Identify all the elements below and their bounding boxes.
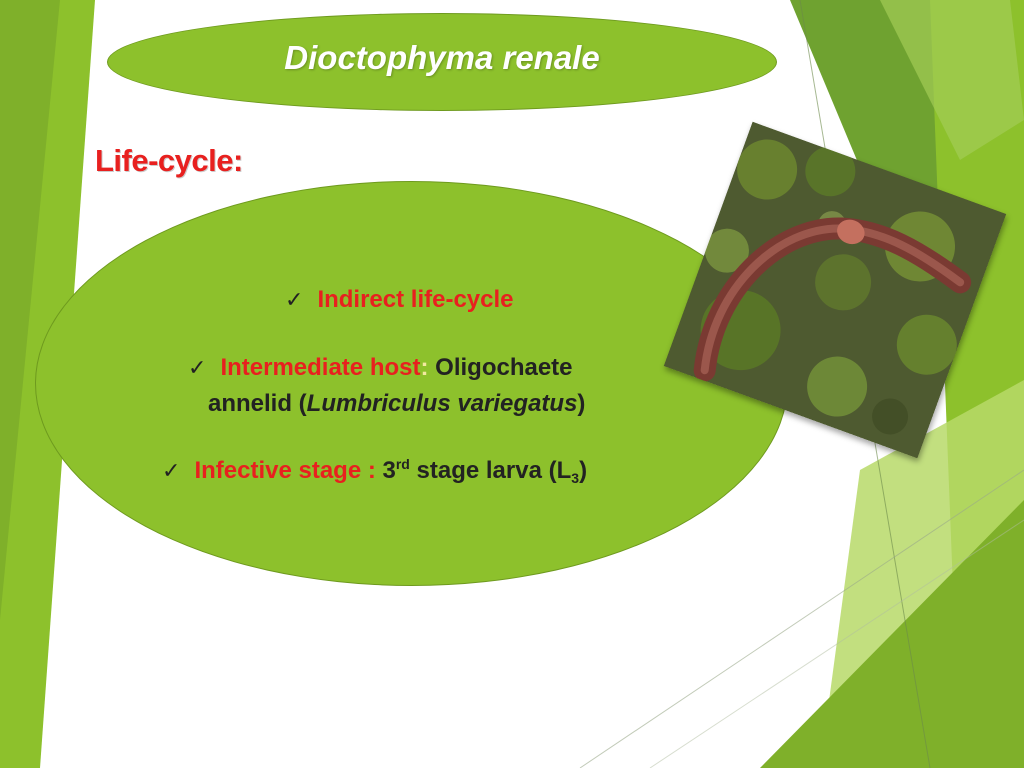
check-icon: ✓ xyxy=(285,287,304,312)
bullet-3-end: ) xyxy=(579,457,588,484)
thin-line-3 xyxy=(649,519,1024,768)
bullet-2-label: Intermediate host xyxy=(220,354,421,381)
right-bottom-green xyxy=(760,500,1024,768)
bullet-2-species: Lumbriculus variegatus xyxy=(306,390,578,417)
left-green-strip-shade xyxy=(0,0,60,620)
bullet-infective-stage: ✓Infective stage : 3rd stage larva (L3) xyxy=(162,455,587,487)
bullet-3-superscript: rd xyxy=(395,456,410,472)
bullet-3-label: Infective stage : xyxy=(194,457,376,484)
bullet-2-value: Oligochaete xyxy=(428,354,573,381)
bullet-2-line2-start: annelid ( xyxy=(208,390,307,417)
bullet-2-separator: : xyxy=(420,354,429,381)
check-icon: ✓ xyxy=(162,458,181,483)
right-top-light xyxy=(880,0,1024,160)
bullet-indirect-life-cycle: ✓ Indirect life-cycle xyxy=(285,284,514,316)
earthworm-photo xyxy=(663,121,1007,459)
bullet-3-subscript: 3 xyxy=(571,470,580,486)
content-oval xyxy=(35,181,788,586)
slide-title: Dioctophyma renale xyxy=(284,39,600,76)
bullet-intermediate-host: ✓ Intermediate host: Oligochaete xyxy=(188,352,573,384)
bullet-1-label: Indirect life-cycle xyxy=(317,286,514,313)
check-icon: ✓ xyxy=(188,355,207,380)
title-banner: Dioctophyma renale xyxy=(107,13,777,111)
section-heading: Life-cycle: xyxy=(95,143,243,178)
bullet-3-rest: stage larva (L xyxy=(409,457,572,484)
thin-line-2 xyxy=(579,469,1024,768)
bullet-intermediate-host-line2: annelid (Lumbriculus variegatus) xyxy=(208,388,585,420)
bullet-2-line2-end: ) xyxy=(577,390,586,417)
bullet-3-number: 3 xyxy=(375,457,396,484)
